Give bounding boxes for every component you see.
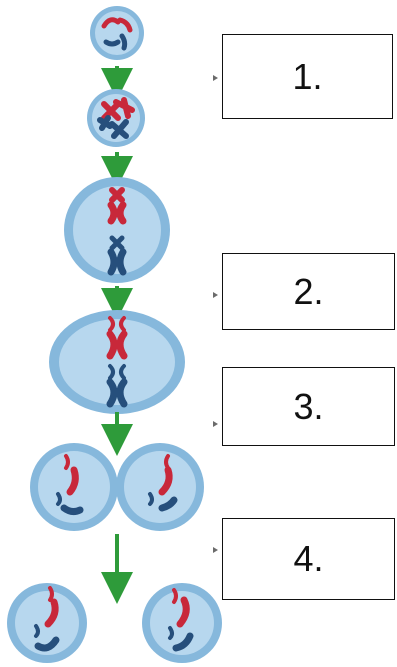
anaphase-cell (49, 310, 185, 414)
label-box-4[interactable]: 4. (222, 518, 395, 600)
daughter-cell-right (142, 583, 222, 663)
daughter-cell-left (7, 583, 87, 663)
prophase-cell (87, 89, 145, 147)
pointer-ticks (213, 75, 218, 553)
label-box-1[interactable]: 1. (222, 34, 393, 119)
label-box-3[interactable]: 3. (222, 367, 395, 446)
telophase-cell (30, 443, 204, 531)
interphase-cell (90, 6, 144, 60)
label-box-2[interactable]: 2. (222, 253, 395, 330)
metaphase-cell (64, 177, 170, 283)
